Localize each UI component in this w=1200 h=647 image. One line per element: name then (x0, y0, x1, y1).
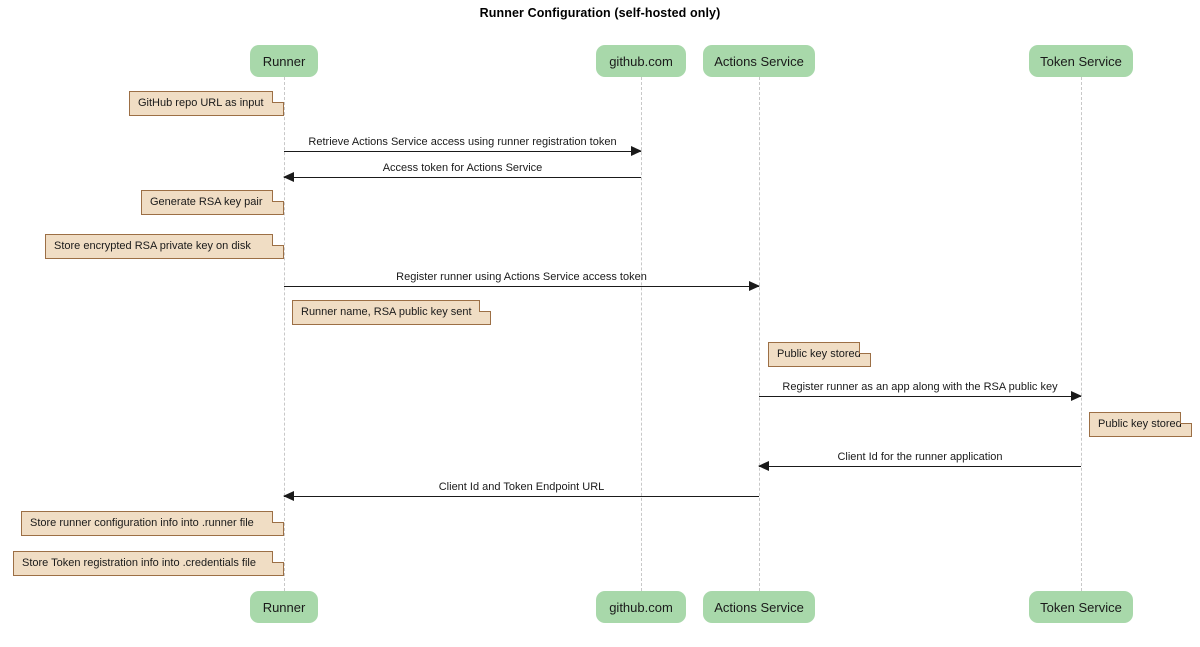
note-fold-corner-icon (859, 342, 871, 354)
participant-label: Token Service (1040, 599, 1122, 615)
note-public-key-stored-actions[interactable]: Public key stored (768, 342, 871, 367)
message-line (759, 396, 1081, 397)
participant-actions-bottom[interactable]: Actions Service (703, 591, 815, 623)
message-label: Register runner as an app along with the… (782, 381, 1058, 393)
participant-actions-top[interactable]: Actions Service (703, 45, 815, 77)
arrowhead-icon (283, 491, 294, 501)
note-text: Generate RSA key pair (150, 196, 263, 208)
note-fold-corner-icon (479, 300, 491, 312)
note-text: Public key stored (777, 348, 861, 360)
note-text: Store encrypted RSA private key on disk (54, 240, 251, 252)
note-generate-rsa-key-pair[interactable]: Generate RSA key pair (141, 190, 284, 215)
participant-runner-bottom[interactable]: Runner (250, 591, 318, 623)
participant-token-top[interactable]: Token Service (1029, 45, 1133, 77)
lifeline-token (1081, 77, 1082, 591)
participant-github-top[interactable]: github.com (596, 45, 686, 77)
note-text: Public key stored (1098, 418, 1182, 430)
note-text: GitHub repo URL as input (138, 97, 264, 109)
note-runner-name-rsa-public-key-sent[interactable]: Runner name, RSA public key sent (292, 300, 491, 325)
note-text: Store runner configuration info into .ru… (30, 517, 254, 529)
note-store-runner-configuration-info[interactable]: Store runner configuration info into .ru… (21, 511, 284, 536)
note-store-token-registration-info[interactable]: Store Token registration info into .cred… (13, 551, 284, 576)
message-line (284, 286, 759, 287)
message-label: Access token for Actions Service (382, 162, 543, 174)
note-public-key-stored-token[interactable]: Public key stored (1089, 412, 1192, 437)
message-line (759, 466, 1081, 467)
note-fold-corner-icon (272, 234, 284, 246)
arrowhead-icon (749, 281, 760, 291)
message-label: Client Id and Token Endpoint URL (438, 481, 605, 493)
arrowhead-icon (1071, 391, 1082, 401)
lifeline-runner (284, 77, 285, 591)
participant-label: Token Service (1040, 53, 1122, 69)
message-label: Client Id for the runner application (837, 451, 1003, 463)
participant-label: Runner (262, 53, 306, 69)
note-fold-corner-icon (272, 91, 284, 103)
participant-label: Runner (262, 599, 306, 615)
lifeline-github (641, 77, 642, 591)
participant-label: github.com (609, 53, 673, 69)
arrowhead-icon (758, 461, 769, 471)
message-line (284, 177, 641, 178)
diagram-title: Runner Configuration (self-hosted only) (479, 6, 721, 20)
message-label: Retrieve Actions Service access using ru… (308, 136, 617, 148)
message-label: Register runner using Actions Service ac… (396, 271, 647, 283)
participant-runner-top[interactable]: Runner (250, 45, 318, 77)
note-fold-corner-icon (272, 190, 284, 202)
participant-label: github.com (609, 599, 673, 615)
note-fold-corner-icon (1180, 412, 1192, 424)
message-line (284, 151, 641, 152)
note-text: Store Token registration info into .cred… (22, 557, 256, 569)
arrowhead-icon (283, 172, 294, 182)
participant-label: Actions Service (714, 53, 804, 69)
note-github-repo-url[interactable]: GitHub repo URL as input (129, 91, 284, 116)
participant-label: Actions Service (714, 599, 804, 615)
note-text: Runner name, RSA public key sent (301, 306, 472, 318)
arrowhead-icon (631, 146, 642, 156)
participant-token-bottom[interactable]: Token Service (1029, 591, 1133, 623)
message-line (284, 496, 759, 497)
participant-github-bottom[interactable]: github.com (596, 591, 686, 623)
lifeline-actions (759, 77, 760, 591)
note-fold-corner-icon (272, 511, 284, 523)
note-store-encrypted-rsa-private-key[interactable]: Store encrypted RSA private key on disk (45, 234, 284, 259)
note-fold-corner-icon (272, 551, 284, 563)
